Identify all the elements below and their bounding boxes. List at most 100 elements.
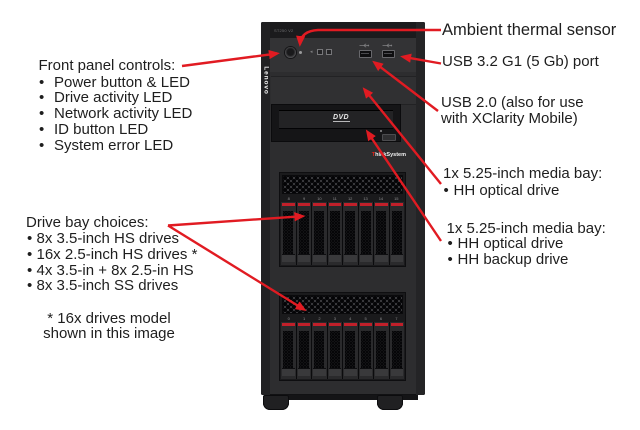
drive-bays-title: Drive bay choices:	[26, 214, 149, 231]
drive-tray[interactable]	[358, 202, 373, 265]
tray-perforation	[345, 211, 356, 254]
drive-tray[interactable]	[374, 322, 389, 379]
id-led-icon: ◂	[310, 48, 313, 55]
tray-handle[interactable]	[313, 368, 326, 376]
drive-tray[interactable]	[358, 322, 373, 379]
drive-tray[interactable]	[281, 322, 296, 379]
bay-number: 9	[302, 196, 306, 201]
bay-number: 14	[378, 196, 384, 201]
drive-tray[interactable]	[343, 322, 358, 379]
lenovo-logo: Lenovo	[262, 65, 269, 95]
tower-left-edge	[261, 22, 270, 395]
eject-button[interactable]	[382, 133, 396, 141]
tray-handle[interactable]	[328, 254, 341, 262]
tray-latch-accent	[328, 323, 341, 326]
upper-vent-grille	[282, 175, 403, 194]
power-button[interactable]	[284, 47, 296, 58]
tower-foot-right	[377, 395, 403, 410]
bay-number: 10	[317, 196, 322, 201]
tray-handle[interactable]	[313, 254, 326, 262]
tray-perforation	[283, 331, 294, 368]
tray-latch-accent	[282, 203, 295, 206]
drive-tray[interactable]	[296, 322, 311, 379]
bay-number: 6	[379, 316, 383, 321]
drive-bays-note: * 16x drives model shown in this image	[26, 309, 192, 342]
drive-tray[interactable]	[312, 202, 327, 265]
drive-tray[interactable]	[281, 202, 296, 265]
usb20-label: USB 2.0 (also for use with XClarity Mobi…	[441, 93, 584, 128]
drive-tray[interactable]	[389, 202, 404, 265]
tray-handle[interactable]	[375, 254, 388, 262]
tray-perforation	[345, 331, 356, 368]
media-bay1-list: HH optical drive	[443, 182, 560, 199]
tray-latch-accent	[313, 203, 326, 206]
dvd-logo-text: DVD	[333, 113, 349, 121]
upper-tray-row	[281, 202, 404, 265]
drive-tray[interactable]	[343, 202, 358, 265]
tower-base	[268, 395, 418, 400]
tray-handle[interactable]	[344, 368, 357, 376]
tray-latch-accent	[313, 323, 326, 326]
list-item: 4x 3.5-in + 8x 2.5-in HS	[26, 262, 197, 279]
tray-handle[interactable]	[282, 254, 295, 262]
drive-tray[interactable]	[327, 202, 342, 265]
bay-number: 5	[364, 316, 367, 321]
tray-latch-accent	[297, 203, 310, 206]
media-bay-cover	[271, 76, 416, 105]
list-item: Drive activity LED	[39, 90, 192, 106]
list-item: Network activity LED	[39, 106, 192, 122]
drive-tray[interactable]	[296, 202, 311, 265]
tower-foot-left	[263, 395, 289, 410]
list-item: ID button LED	[39, 122, 192, 138]
tray-handle[interactable]	[297, 254, 310, 262]
drive-tray[interactable]	[312, 322, 327, 379]
tray-perforation	[298, 331, 309, 368]
media-bay2-title: 1x 5.25-inch media bay:	[446, 219, 606, 237]
tray-perforation	[329, 331, 340, 368]
tray-latch-accent	[375, 323, 388, 326]
tray-handle[interactable]	[297, 368, 310, 376]
dvd-logo-underline	[332, 121, 350, 122]
drive-tray[interactable]	[374, 202, 389, 265]
usb20-label-line1: USB 2.0 (also for use	[441, 93, 584, 111]
tray-handle[interactable]	[390, 368, 403, 376]
tray-handle[interactable]	[282, 368, 295, 376]
tray-latch-accent	[359, 203, 372, 206]
model-label: ST250 V2	[274, 28, 294, 33]
drive-bays-list: 8x 3.5-inch HS drives16x 2.5-inch HS dri…	[26, 231, 197, 294]
usb2-port[interactable]	[358, 49, 372, 58]
thermal-sensor-dot	[299, 50, 302, 54]
drive-activity-led-icon	[317, 49, 323, 55]
list-item: HH optical drive	[447, 236, 568, 252]
usb3-port[interactable]	[381, 49, 395, 58]
bay-number: 12	[347, 196, 353, 201]
tray-latch-accent	[328, 203, 341, 206]
list-item: System error LED	[39, 137, 192, 154]
usb2-icon	[359, 43, 369, 47]
tray-handle[interactable]	[390, 254, 403, 262]
drive-tray[interactable]	[327, 322, 342, 379]
optical-drive-led	[380, 130, 382, 132]
bay-number: 15	[394, 196, 399, 201]
ambient-sensor-label: Ambient thermal sensor	[442, 21, 617, 39]
media-bay1-title: 1x 5.25-inch media bay:	[443, 165, 603, 182]
tray-handle[interactable]	[328, 368, 341, 376]
tray-handle[interactable]	[375, 368, 388, 376]
tray-latch-accent	[375, 203, 388, 206]
tray-handle[interactable]	[359, 368, 372, 376]
list-item: 8x 3.5-inch SS drives	[26, 278, 197, 294]
tray-perforation	[360, 211, 371, 254]
server-tower: ST250 V2 ◂ Lenovo DVD ThinkSystem	[261, 22, 425, 395]
drive-tray[interactable]	[389, 322, 404, 379]
tray-handle[interactable]	[344, 254, 357, 262]
note-line1: * 16x drives model	[47, 309, 171, 327]
bay-number: 2	[318, 316, 321, 321]
optical-drive[interactable]: DVD	[279, 110, 393, 129]
usb3-icon	[382, 43, 392, 47]
lower-vent-grille	[282, 295, 403, 314]
tray-handle[interactable]	[359, 254, 372, 262]
